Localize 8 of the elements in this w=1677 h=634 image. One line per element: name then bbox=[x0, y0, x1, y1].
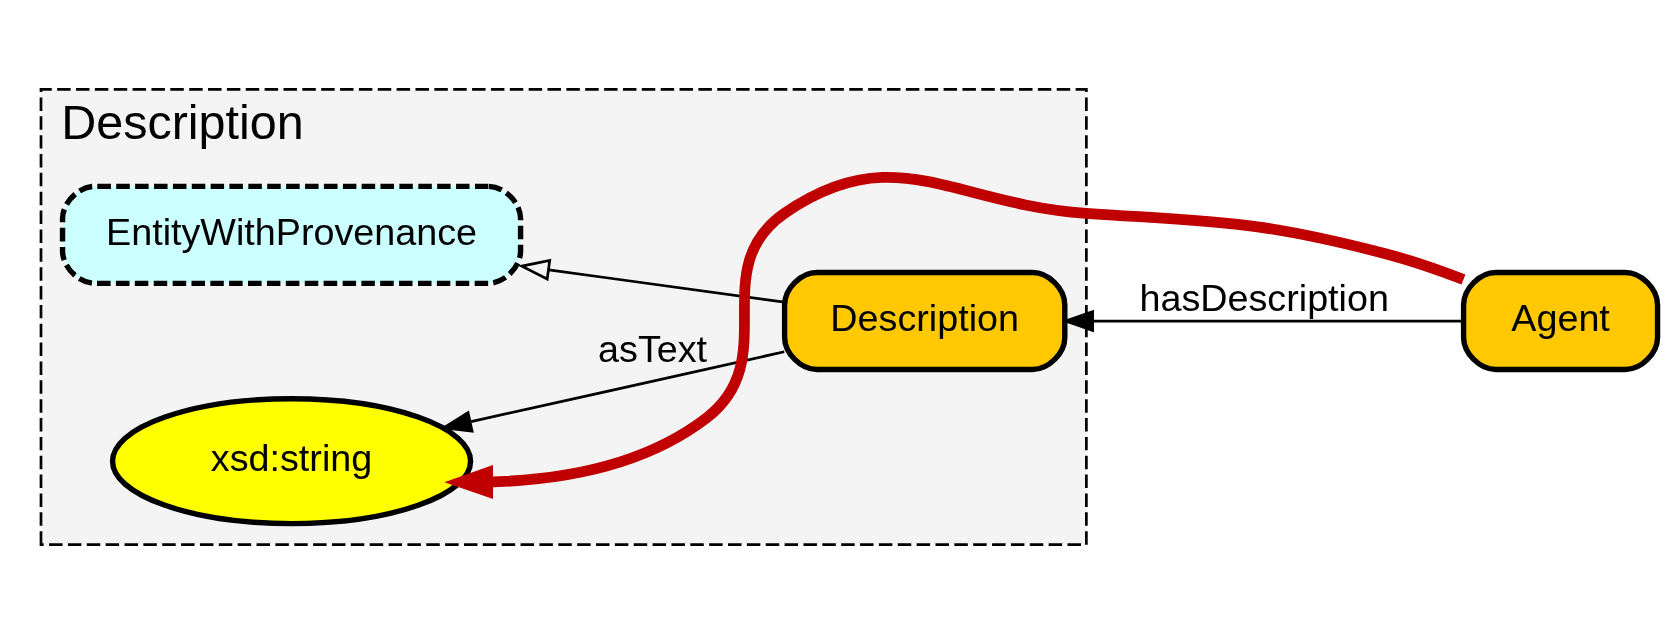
node-box: EntityWithProvenance bbox=[59, 183, 524, 286]
node-box: Description bbox=[781, 269, 1068, 373]
node-box: Agent bbox=[1460, 269, 1661, 373]
arrow bbox=[1061, 309, 1464, 333]
edge-label: asText bbox=[598, 327, 708, 370]
edge-label: hasDescription bbox=[1139, 276, 1389, 319]
arrow bbox=[444, 172, 1466, 500]
arrow bbox=[517, 258, 785, 304]
